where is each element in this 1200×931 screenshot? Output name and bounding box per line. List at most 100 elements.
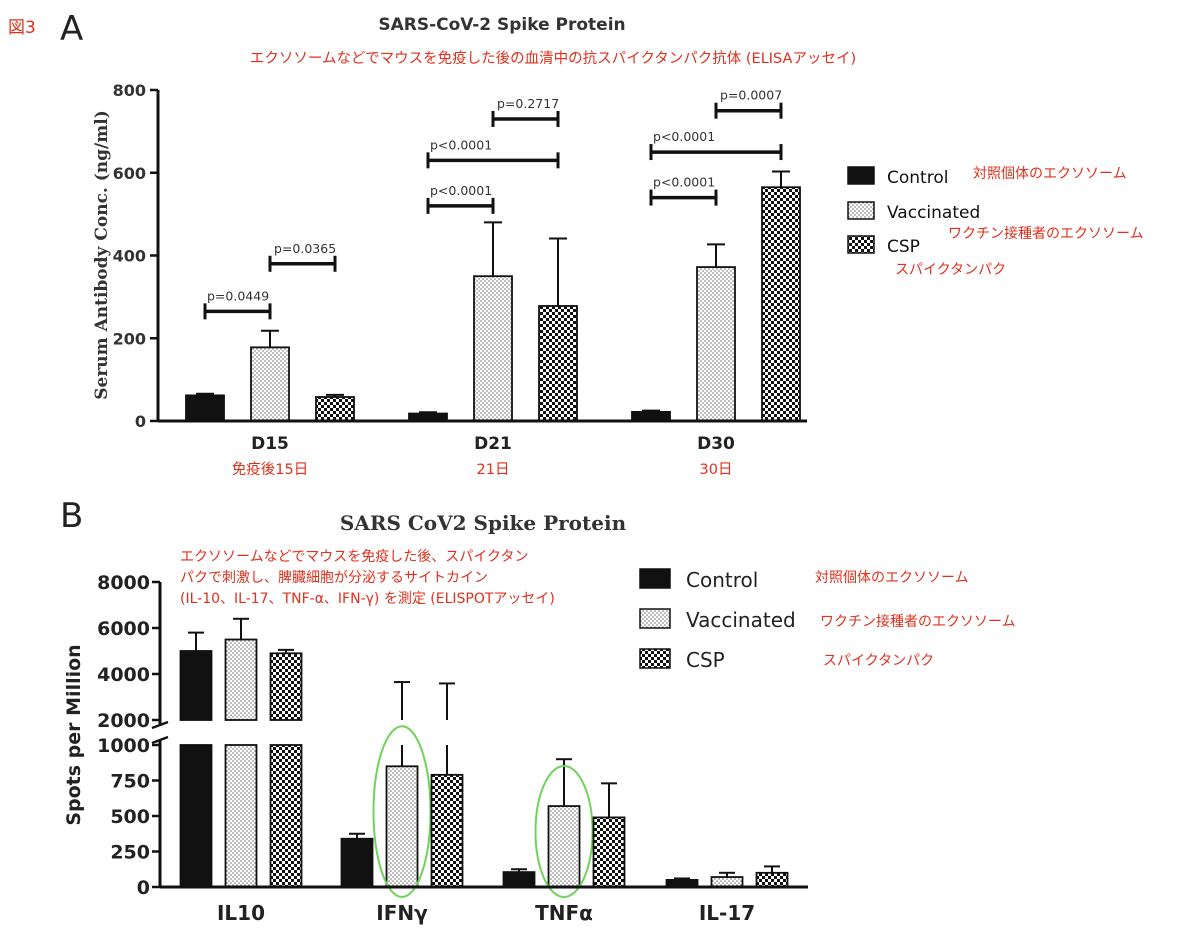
panel-b-title: SARS CoV2 Spike Protein [340, 511, 627, 535]
panel-b-y-tick-0: 0 [137, 877, 150, 899]
comparison-p-value-label: p=0.0365 [274, 241, 336, 256]
panel-a-legend-item-csp: CSP スパイクタンパク [847, 235, 1006, 278]
panel-a-x-tick-ja-d15: 免疫後15日 [232, 461, 308, 478]
panel-a: A SARS-CoV-2 Spike Protein エクソソームなどでマウスを… [60, 9, 1144, 478]
panel-b-x-axis: IL10 IFNγ TNFα IL-17 [160, 885, 808, 925]
panel-b-bar-upper-il10-csp [269, 652, 303, 721]
panel-a-bar-d30-csp [761, 186, 801, 422]
panel-b-bar-il-17-csp [755, 871, 789, 888]
panel-a-x-tick-ja-d21: 21日 [477, 462, 510, 478]
legend-label-ja: 対照個体のエクソソーム [973, 166, 1127, 182]
panel-a-x-tick-d15: D15 [251, 434, 289, 454]
panel-b-x-tick-il10: IL10 [217, 901, 265, 925]
panel-b-title-ja-line-3: (IL-10、IL-17、TNF-α、IFN-γ) を測定 (ELISPOTアッ… [180, 591, 555, 607]
legend-swatch [847, 201, 875, 220]
panel-a-comparison-d30-6: p<0.0001 [649, 129, 783, 161]
panel-a-bar-d21-csp [538, 305, 578, 422]
panel-a-bar-d30-vaccinated [696, 266, 736, 422]
panel-a-bar-d15-csp [315, 396, 355, 422]
panel-b: B SARS CoV2 Spike Protein エクソソームなどでマウスを免… [60, 496, 1016, 925]
panel-a-y-axis-label: Serum Antibody Conc. (ng/ml) [92, 110, 112, 400]
panel-a-x-tick-ja-d30: 30日 [700, 462, 733, 478]
panel-a-legend-item-control: Control 対照個体のエクソソーム [847, 166, 1127, 188]
legend-label: Vaccinated [887, 203, 980, 223]
panel-b-y-tick-4000: 4000 [97, 664, 150, 686]
panel-b-bar-tnf-control [502, 871, 536, 888]
panel-a-letter: A [60, 9, 83, 49]
panel-b-x-tick-il-17: IL-17 [699, 901, 755, 925]
panel-a-comparison-d15-1: p=0.0365 [268, 241, 337, 272]
panel-b-y-tick-1000: 1000 [97, 735, 150, 757]
panel-a-x-tick-d21: D21 [474, 434, 512, 454]
panel-b-bar-lower-il10-csp [269, 744, 303, 888]
panel-a-title-ja: エクソソームなどでマウスを免疫した後の血清中の抗スパイクタンパク抗体 (ELIS… [250, 50, 856, 67]
panel-a-comparison-d15-0: p=0.0449 [203, 288, 272, 320]
comparison-p-value-label: p<0.0001 [430, 183, 492, 198]
panel-b-bar-lower-il10-vaccinated [224, 744, 258, 888]
panel-b-x-tick-ifn: IFNγ [376, 901, 428, 925]
panel-b-bar-upper-il10-control [179, 650, 213, 721]
panel-a-comparison-d30-7: p=0.0007 [714, 88, 783, 119]
comparison-p-value-label: p=0.0449 [207, 288, 269, 303]
panel-b-bar-upper-il10-vaccinated [224, 638, 258, 721]
legend-label-ja: ワクチン接種者のエクソソーム [948, 225, 1144, 242]
panel-b-axis-break-mark-lower [151, 735, 169, 745]
legend-swatch [847, 235, 875, 254]
panel-a-bar-d15-control [185, 394, 225, 422]
panel-a-x-tick-d30: D30 [697, 434, 735, 454]
panel-a-comparison-d21-2: p<0.0001 [426, 183, 495, 214]
panel-b-x-tick-tnf: TNFα [535, 901, 593, 925]
panel-a-comparison-d21-3: p<0.0001 [426, 137, 560, 169]
legend-label: CSP [686, 648, 725, 672]
legend-swatch [847, 166, 875, 185]
panel-a-bar-d15-vaccinated [250, 346, 290, 422]
panel-b-y-tick-500: 500 [110, 806, 150, 828]
panel-b-bar-ifn-control [340, 837, 374, 888]
legend-label-ja: スパイクタンパク [895, 262, 1006, 278]
panel-a-y-tick-200: 200 [113, 329, 146, 348]
comparison-p-value-label: p=0.2717 [497, 96, 559, 111]
panel-b-bar-ifn-vaccinated [385, 765, 419, 888]
legend-swatch [639, 648, 671, 669]
comparison-p-value-label: p=0.0007 [720, 88, 782, 103]
legend-label-ja: ワクチン接種者のエクソソーム [820, 613, 1016, 630]
panel-a-legend-item-vaccinated: Vaccinated ワクチン接種者のエクソソーム [847, 201, 1144, 242]
panel-a-x-axis: D15 免疫後15日 D21 21日 D30 30日 [158, 419, 807, 478]
panel-b-axis-break-mark-upper [151, 720, 169, 730]
panel-b-bar-lower-il10-control [179, 744, 213, 888]
panel-a-y-tick-600: 600 [113, 164, 146, 183]
panel-b-legend-item-vaccinated: Vaccinated ワクチン接種者のエクソソーム [639, 608, 1016, 632]
panel-a-y-tick-400: 400 [113, 247, 146, 266]
legend-label: Control [887, 168, 948, 188]
highlight-circle-tnf-vaccinated [534, 765, 594, 899]
legend-swatch [639, 608, 671, 629]
panel-a-bar-d21-vaccinated [473, 275, 513, 422]
panel-b-y-tick-750: 750 [110, 771, 150, 793]
legend-label: Vaccinated [686, 608, 796, 632]
legend-swatch [639, 568, 671, 589]
panel-a-legend: Control 対照個体のエクソソーム Vaccinated ワクチン接種者のエクソソ… [847, 166, 1144, 278]
panel-a-comparison-d21-4: p=0.2717 [491, 96, 560, 127]
legend-label: Control [686, 568, 758, 592]
comparison-p-value-label: p<0.0001 [430, 137, 492, 152]
comparison-p-value-label: p<0.0001 [653, 129, 715, 144]
panel-b-y-axis-label: Spots per Million [63, 644, 85, 825]
panel-b-title-ja-line-2: パクで刺激し、脾臓細胞が分泌するサイトカイン [180, 569, 488, 586]
comparison-p-value-label: p<0.0001 [653, 175, 715, 190]
legend-label: CSP [887, 237, 920, 257]
panel-b-bar-tnf-csp [592, 816, 626, 888]
panel-b-y-tick-2000: 2000 [97, 710, 150, 732]
panel-b-y-tick-8000: 8000 [97, 572, 150, 594]
highlight-circle-ifn-vaccinated [372, 725, 432, 899]
panel-a-comparisons: p=0.0449 p=0.0365 p<0.0001 p<0.0001 p=0.2717… [203, 88, 783, 320]
panel-a-title: SARS-CoV-2 Spike Protein [378, 15, 625, 35]
panel-b-bar-tnf-vaccinated [547, 805, 581, 888]
panel-a-y-tick-800: 800 [113, 81, 146, 100]
panel-b-y-tick-250: 250 [110, 842, 150, 864]
